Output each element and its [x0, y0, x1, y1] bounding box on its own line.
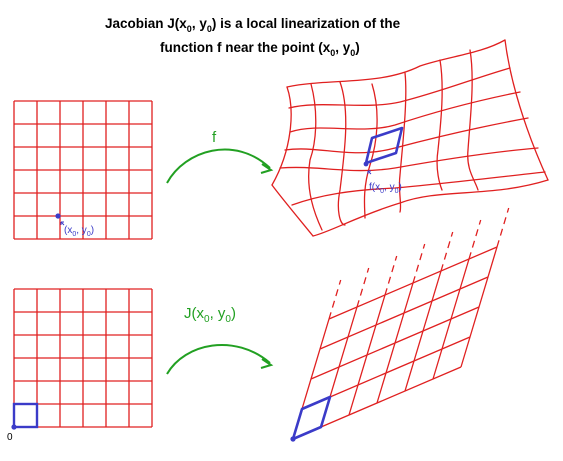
point-label-top-right: f(x0, y0): [369, 182, 402, 195]
sheared-line-v: [310, 306, 480, 380]
mapped-parallelogram-top: [364, 126, 404, 165]
arrow-jacobian: [166, 343, 271, 375]
pointer-arrow-top-right: [367, 170, 372, 175]
origin-point: [11, 424, 17, 430]
sheared-line-u-dashed: [412, 243, 426, 284]
point-f-x0-y0: [363, 161, 369, 167]
mapped-parallelogram-bottom: [291, 395, 332, 441]
sheared-line-v: [328, 246, 498, 320]
warped-grid: [271, 39, 549, 237]
point-linear-origin: [290, 436, 296, 442]
arrow-f-label: f: [212, 129, 217, 146]
title-line-2: function f near the point (x0, y0): [160, 40, 360, 58]
sheared-line-u-dashed: [468, 219, 482, 260]
origin-label: 0: [7, 432, 13, 443]
point-label-top-left: (x0, y0): [64, 225, 94, 238]
input-grid-bottom: [13, 288, 153, 428]
unit-square: [12, 402, 39, 429]
arrow-jacobian-label: J(x0, y0): [184, 305, 236, 325]
title-line-1: Jacobian J(x0, y0) is a local linearizat…: [105, 16, 401, 34]
sheared-line-u-dashed: [356, 267, 370, 308]
arrow-jacobian-head: [260, 358, 274, 369]
sheared-line-u-dashed: [328, 279, 342, 320]
sheared-line-u-dashed: [496, 207, 510, 248]
sheared-line-u-dashed: [384, 255, 398, 296]
arrow-f: [166, 148, 271, 184]
point-x0-y0-top: [55, 213, 61, 219]
arrow-f-head: [260, 163, 274, 174]
pointer-arrow-top-left: [60, 221, 65, 226]
sheared-line-u-dashed: [440, 231, 454, 272]
input-grid-top: [13, 100, 153, 240]
sheared-line-v: [319, 276, 489, 350]
linearized-grid: [292, 207, 510, 440]
